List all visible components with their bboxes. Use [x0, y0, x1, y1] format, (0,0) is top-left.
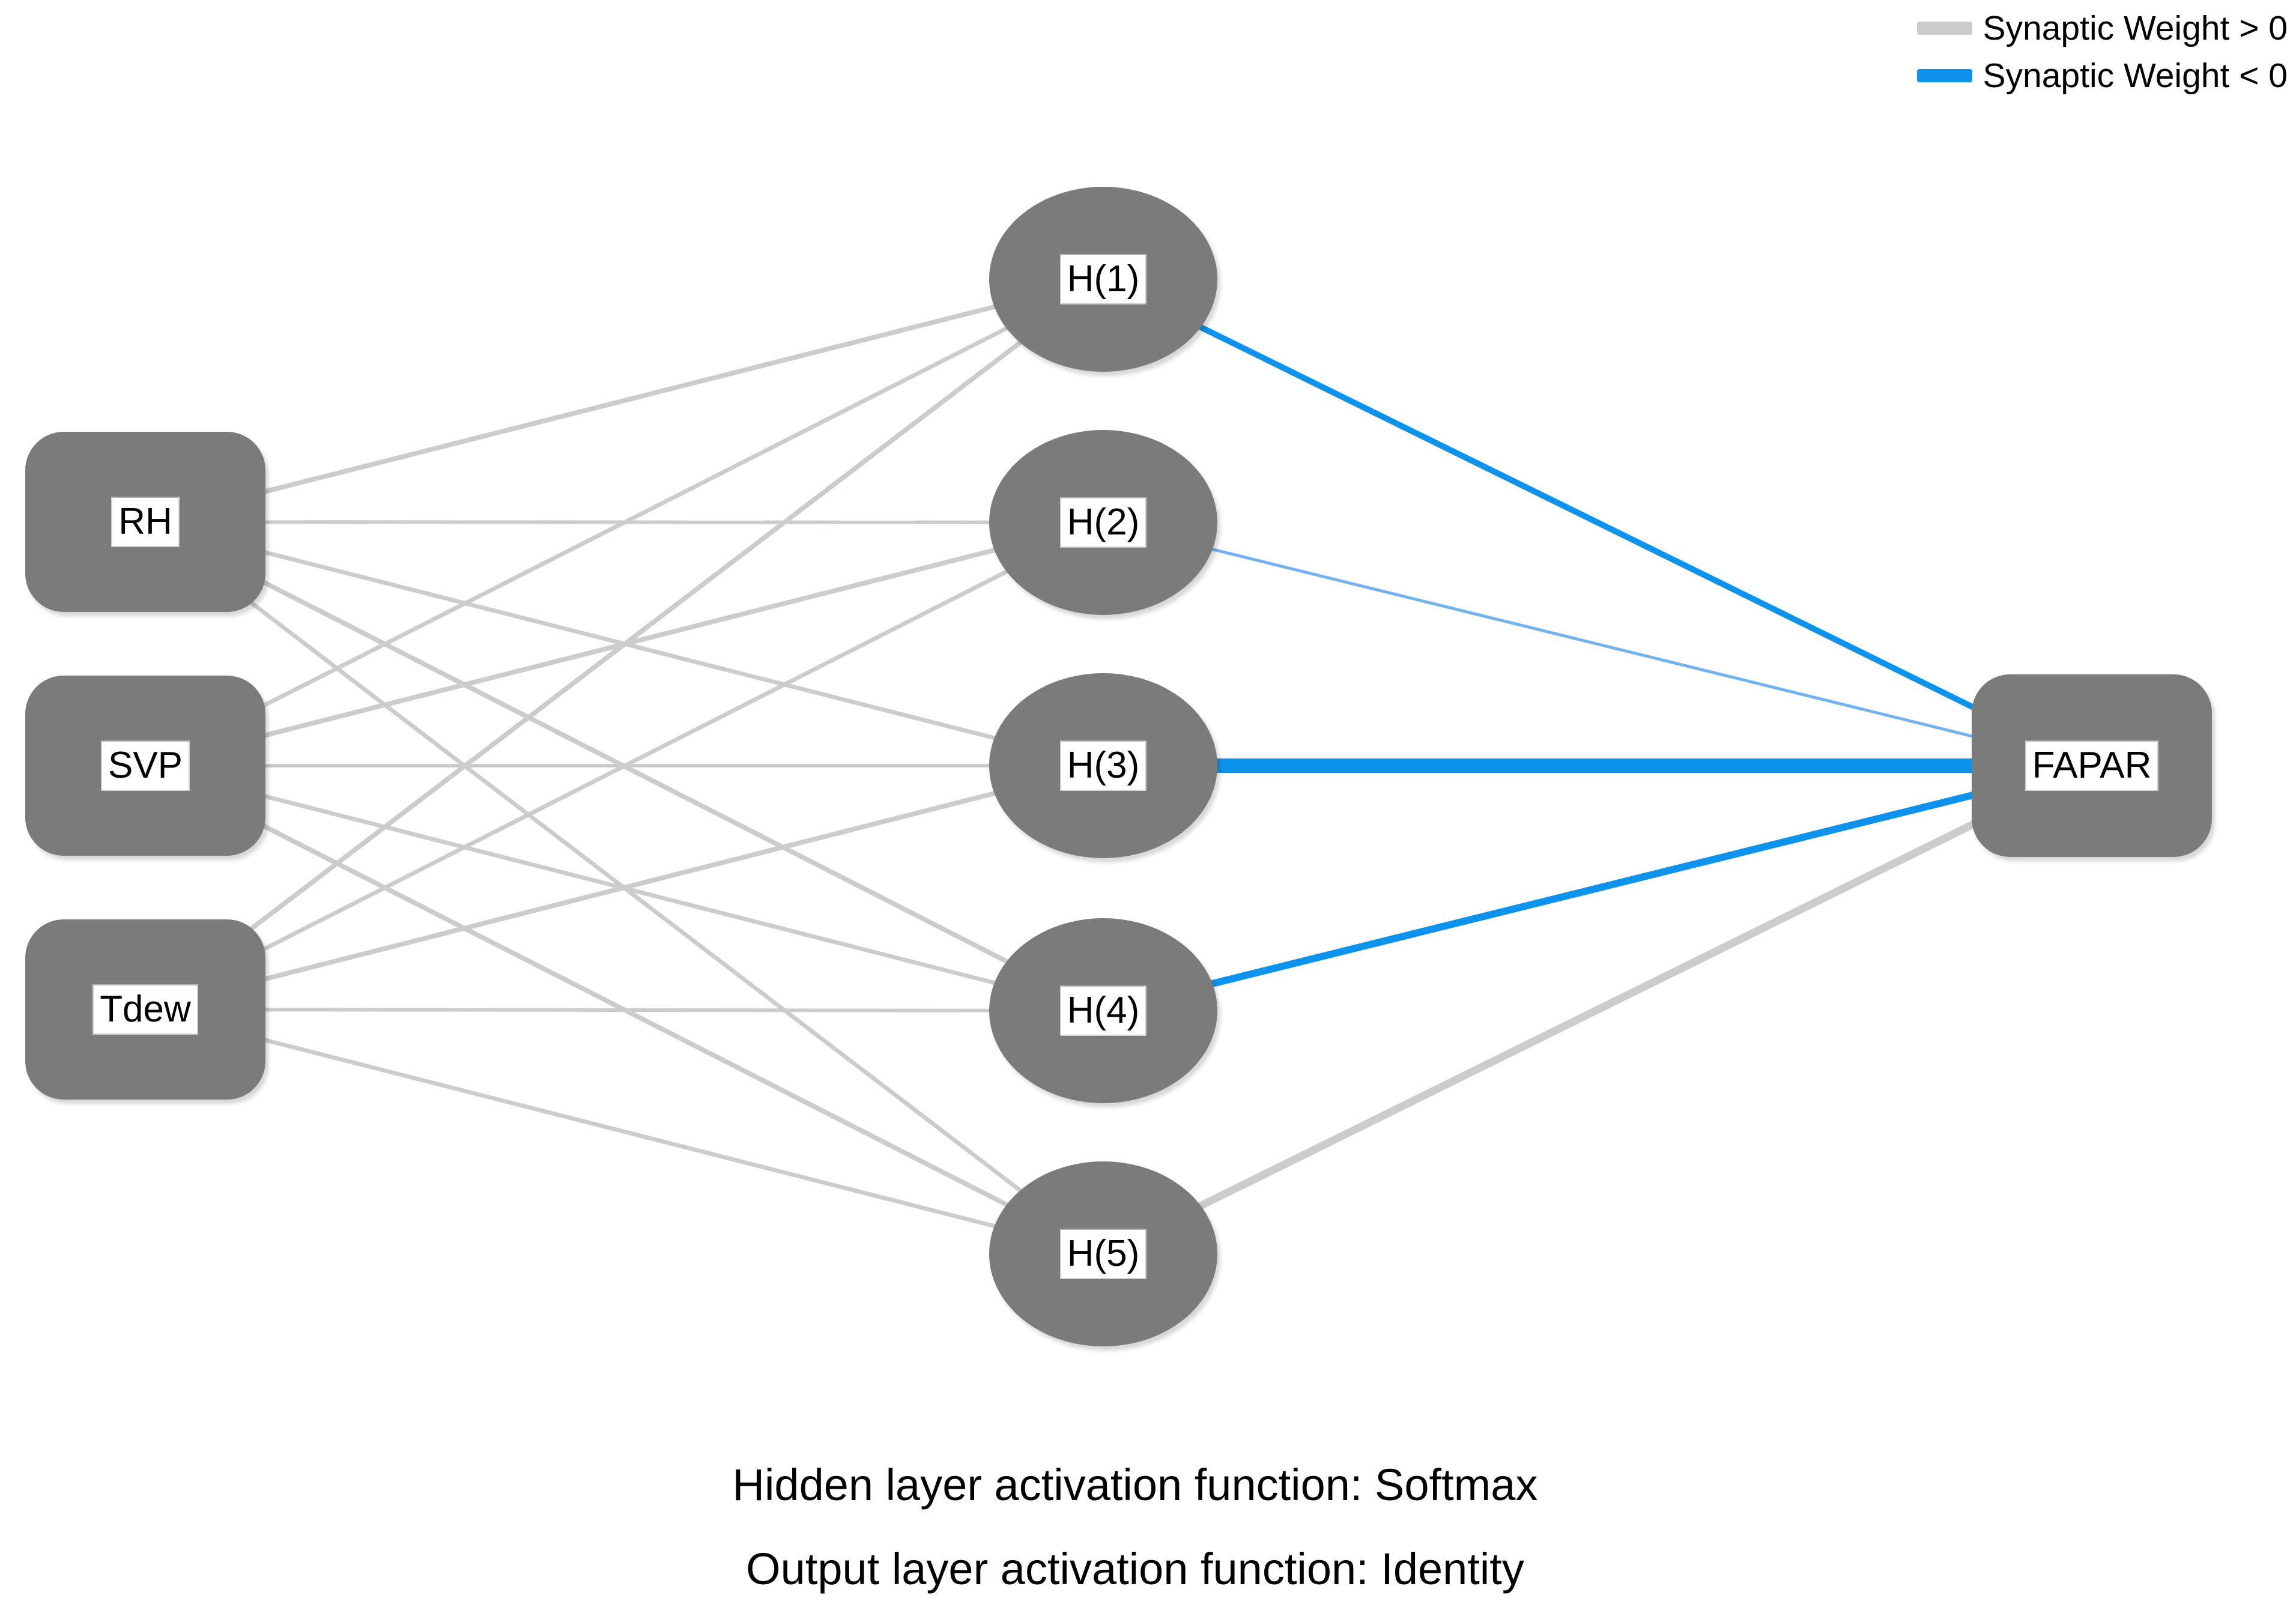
- legend-item-1: Synaptic Weight < 0: [1916, 56, 2288, 95]
- node-H1: H(1): [989, 187, 1217, 372]
- node-SVP: SVP: [25, 676, 265, 856]
- node-label-H5: H(5): [1059, 1229, 1147, 1279]
- node-label-H4: H(4): [1059, 985, 1147, 1036]
- legend-swatch-positive: [1916, 22, 1972, 35]
- output-activation-note: Output layer activation function: Identi…: [746, 1544, 1524, 1594]
- edge-Tdew-H4: [145, 1008, 1104, 1012]
- node-Tdew: Tdew: [25, 919, 265, 1100]
- legend-label: Synaptic Weight > 0: [1982, 9, 2288, 47]
- node-label-H3: H(3): [1059, 740, 1147, 791]
- edge-SVP-H1: [144, 277, 1104, 768]
- edge-H1-FAPAR: [1101, 276, 2094, 769]
- edge-RH-H1: [145, 277, 1104, 524]
- edge-Tdew-H2: [144, 520, 1104, 1012]
- node-label-SVP: SVP: [100, 740, 190, 791]
- node-label-H2: H(2): [1059, 497, 1147, 548]
- legend-label: Synaptic Weight < 0: [1982, 56, 2288, 95]
- node-H4: H(4): [989, 918, 1217, 1103]
- edge-Tdew-H1: [144, 277, 1105, 1012]
- node-label-H1: H(1): [1059, 254, 1147, 304]
- node-H2: H(2): [989, 430, 1217, 615]
- node-H5: H(5): [989, 1161, 1217, 1346]
- legend-item-0: Synaptic Weight > 0: [1916, 8, 2288, 48]
- node-label-FAPAR: FAPAR: [2025, 740, 2159, 791]
- legend: Synaptic Weight > 0 Synaptic Weight < 0: [1916, 8, 2288, 95]
- node-label-RH: RH: [111, 497, 180, 547]
- edge-H4-FAPAR: [1102, 762, 2093, 1014]
- legend-swatch-negative: [1916, 69, 1972, 82]
- node-RH: RH: [25, 432, 265, 612]
- edge-Tdew-H5: [145, 1007, 1104, 1256]
- node-label-Tdew: Tdew: [92, 984, 198, 1035]
- edge-H2-FAPAR: [1103, 521, 2092, 767]
- node-H3: H(3): [989, 673, 1217, 858]
- hidden-activation-note: Hidden layer activation function: Softma…: [732, 1460, 1538, 1510]
- edge-Tdew-H3: [145, 763, 1104, 1012]
- edge-H5-FAPAR: [1101, 762, 2094, 1257]
- node-FAPAR: FAPAR: [1972, 674, 2212, 857]
